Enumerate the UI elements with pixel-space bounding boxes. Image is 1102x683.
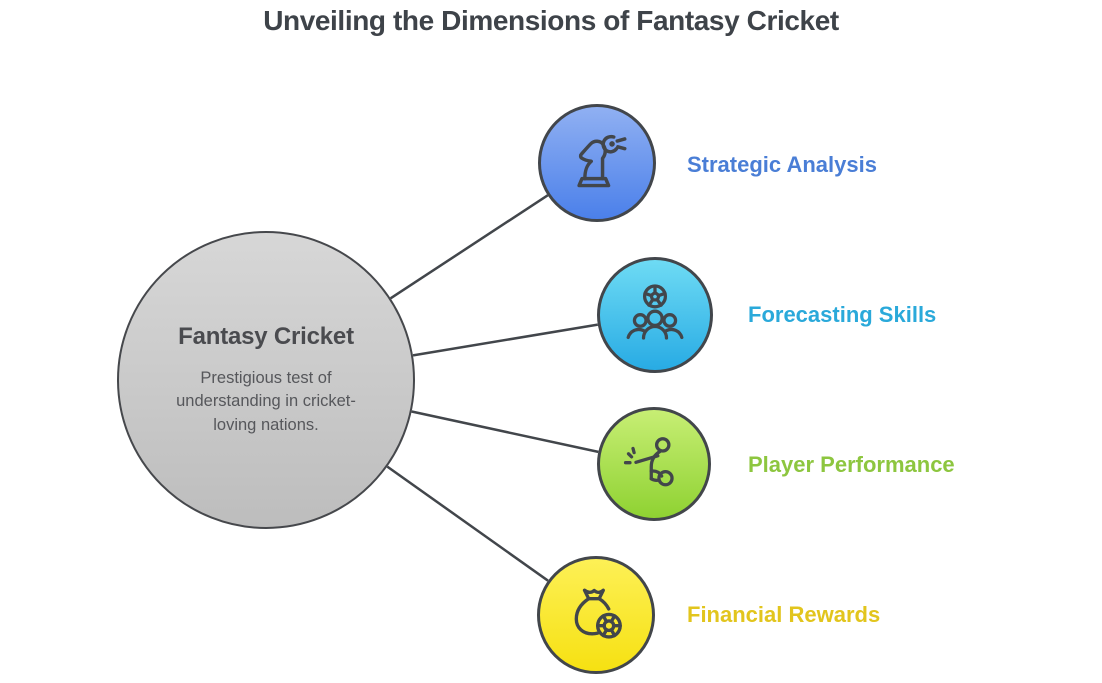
node-label-financial-rewards: Financial Rewards (687, 602, 881, 627)
connector-strategic-analysis (389, 194, 549, 300)
node-circle-forecasting-skills (597, 257, 713, 373)
node-label-player-performance: Player Performance (748, 452, 955, 477)
football-team-icon (626, 284, 684, 340)
node-label-forecasting-skills: Forecasting Skills (748, 302, 937, 327)
node-label-strategic-analysis: Strategic Analysis (687, 152, 877, 177)
connector-player-performance (411, 410, 599, 454)
connector-forecasting-skills (412, 323, 599, 357)
central-topic-circle: Fantasy Cricket Prestigious test of unde… (117, 231, 415, 529)
node-circle-financial-rewards (537, 556, 655, 674)
central-topic-description: Prestigious test of understanding in cri… (176, 369, 356, 434)
node-circle-strategic-analysis (538, 104, 656, 222)
node-circle-player-performance (597, 407, 711, 521)
money-bag-coin-icon (574, 588, 622, 639)
chess-knight-icon (577, 134, 627, 188)
player-action-icon (623, 437, 674, 487)
central-topic-title: Fantasy Cricket (178, 323, 354, 351)
page-title: Unveiling the Dimensions of Fantasy Cric… (263, 5, 839, 36)
connector-financial-rewards (386, 465, 549, 582)
